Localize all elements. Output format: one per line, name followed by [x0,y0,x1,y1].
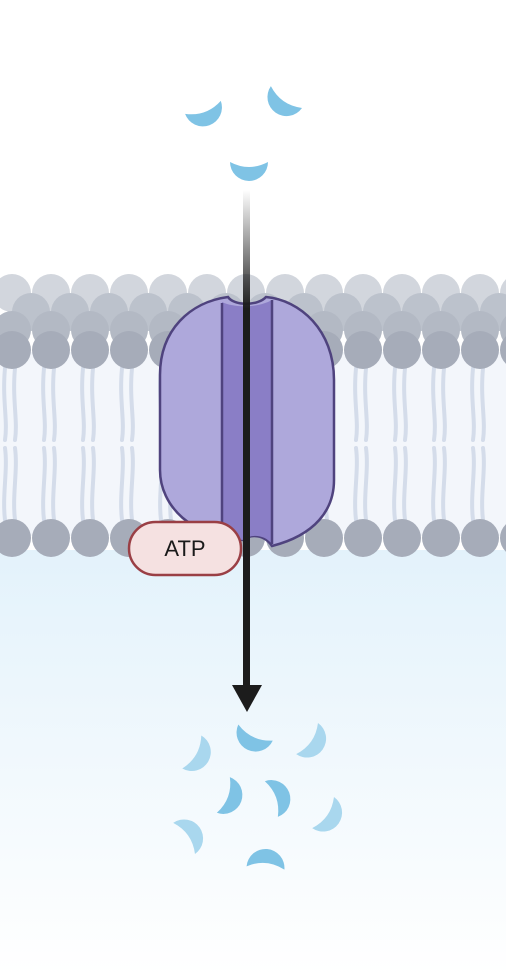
solute-molecule-body [216,777,243,814]
lipid-tail [2,446,8,522]
lipid-tail [2,366,8,442]
lipid-tail [392,366,398,442]
lipid-tail [129,446,135,522]
lipid-head [422,331,460,369]
lipid-head [500,316,506,344]
lipid-tail [119,446,125,522]
lipid-tail [80,446,86,522]
lipid-tail [12,446,18,522]
solute-molecule-icon [173,819,204,855]
lipid-tail [353,366,359,442]
lipid-head [383,331,421,369]
lipid-tail [392,446,398,522]
arrow-down-icon [232,190,262,712]
arrow-head [232,685,262,712]
solute-molecule-body [230,162,268,181]
lipid-head [344,331,382,369]
lipid-tail [402,366,408,442]
lipid-tail [363,446,369,522]
lipid-tail [80,366,86,442]
solute-molecule-icon [185,100,222,127]
solute-molecule-body [173,819,204,855]
lipid-tail [431,446,437,522]
lipid-tail [41,446,47,522]
solute-molecule-body [185,100,222,127]
lipid-head [110,331,148,369]
lipid-head [0,519,31,557]
lipid-head [500,336,506,364]
arrow-shaft [243,308,250,688]
solute-molecule-body [296,722,327,758]
solute-molecule-icon [216,777,243,814]
atp-badge: ATP [127,520,243,577]
lipid-tail [441,366,447,442]
solute-molecule-body [264,780,291,817]
solute-molecule-icon [312,796,343,832]
arrow-shaft-fade [243,190,250,310]
lipid-head [461,331,499,369]
lipid-tail [353,446,359,522]
solute-molecule-icon [264,780,291,817]
lipid-tail [51,366,57,442]
lipid-head [422,519,460,557]
lipid-tail [90,366,96,442]
lipid-tail [470,366,476,442]
lipid-tail [470,446,476,522]
solute-molecule-icon [236,724,273,752]
solute-molecule-icon [230,162,268,181]
lipid-head [32,331,70,369]
solute-molecules [173,86,343,870]
lipid-tail [51,446,57,522]
lipid-head [305,519,343,557]
solute-molecule-body [267,86,303,117]
lipid-head [71,331,109,369]
lipid-head [0,331,31,369]
lipid-head [461,519,499,557]
solute-molecule-icon [267,86,303,117]
solute-molecule-body [236,724,273,752]
solute-molecule-icon [182,735,211,771]
lipid-head [71,519,109,557]
lipid-head [383,519,421,557]
lipid-tail [441,446,447,522]
lipid-tail [90,446,96,522]
solute-molecule-body [182,735,211,771]
atp-label: ATP [164,536,205,561]
intracellular-region [0,550,506,976]
lipid-tail [129,366,135,442]
lipid-tail [119,366,125,442]
lipid-tail [431,366,437,442]
lipid-head [32,519,70,557]
lipid-tail [12,366,18,442]
solute-molecule-icon [296,722,327,758]
lipid-tail [480,366,486,442]
solute-molecule-body [312,796,343,832]
solute-molecule-body [246,848,285,870]
lipid-tail [480,446,486,522]
lipid-head [500,524,506,552]
lipid-tail [41,366,47,442]
lipid-head [344,519,382,557]
lipid-tail [402,446,408,522]
lipid-tail [363,366,369,442]
solute-molecule-icon [246,848,285,870]
atp-badge-shape [127,520,243,577]
